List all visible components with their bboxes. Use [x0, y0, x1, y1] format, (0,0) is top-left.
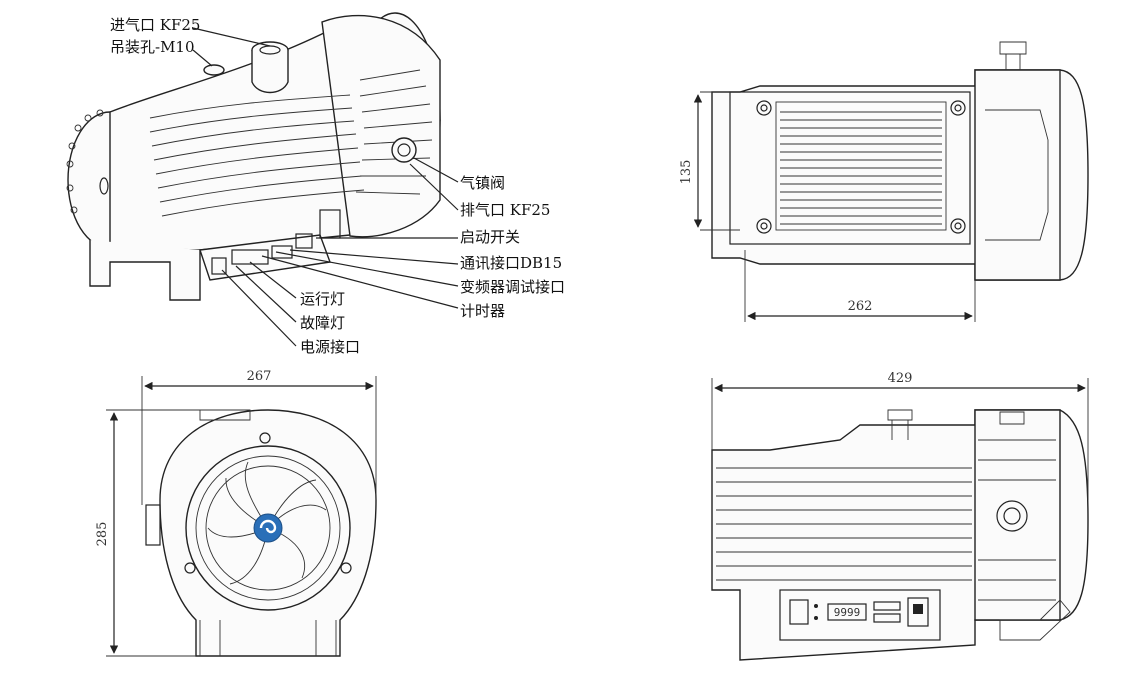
label-timer: 计时器	[460, 302, 505, 320]
label-run-light: 运行灯	[300, 290, 345, 308]
label-inverter-debug: 变频器调试接口	[460, 278, 565, 296]
lifting-hole	[203, 64, 225, 76]
label-lifting-hole: 吊装孔-M10	[110, 38, 195, 56]
timer-display	[827, 603, 867, 621]
db15-port	[271, 245, 293, 259]
dim-top-height: 135	[679, 160, 694, 185]
gas-ballast-side	[996, 500, 1028, 532]
power-socket-side	[789, 599, 809, 625]
side-control-panel	[779, 589, 941, 641]
power-socket	[211, 257, 227, 275]
side-view: 9999 429	[711, 371, 1089, 661]
dim-top-width: 262	[848, 299, 873, 314]
cooling-fins	[149, 69, 433, 217]
top-view: 135 262	[679, 41, 1089, 322]
label-fault-light: 故障灯	[300, 314, 345, 332]
inlet-neck	[251, 50, 289, 94]
label-comm-port: 通讯接口DB15	[460, 254, 562, 272]
label-gas-ballast: 气镇阀	[460, 174, 505, 192]
label-start-switch: 启动开关	[460, 228, 520, 246]
motor-end-top	[974, 69, 1061, 281]
label-inlet: 进气口 KF25	[110, 16, 200, 34]
base-foot	[89, 240, 201, 301]
label-exhaust: 排气口 KF25	[460, 201, 550, 219]
timer-display-text: 9999	[834, 606, 861, 619]
side-port	[145, 504, 161, 546]
fin-plate	[729, 91, 971, 245]
front-view: 267 285	[95, 369, 377, 657]
isometric-view: 进气口 KF25 吊装孔-M10 气镇阀 排气口 KF25 启动开关 通讯接口D…	[66, 12, 565, 356]
top-fins	[780, 111, 942, 225]
gas-ballast-valve	[391, 137, 417, 163]
db15-port-side	[873, 601, 901, 611]
dim-front-width: 267	[247, 369, 272, 384]
motor-end-side	[974, 409, 1061, 621]
dim-side-length: 429	[888, 371, 913, 386]
start-switch	[295, 233, 313, 249]
start-switch-side	[907, 597, 929, 627]
label-power-port: 电源接口	[300, 338, 360, 356]
dim-front-height: 285	[95, 522, 110, 547]
side-fins	[716, 439, 1056, 601]
